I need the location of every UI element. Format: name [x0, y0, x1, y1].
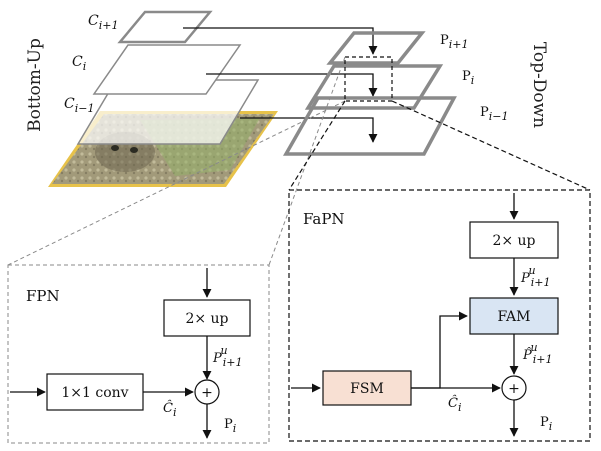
zoom-region-box	[344, 56, 393, 102]
fam-output-label: P̂i+1u	[522, 341, 552, 366]
fapn-panel	[288, 189, 591, 442]
fpn-upsample-box	[163, 299, 251, 337]
fsm-box	[322, 370, 412, 406]
fapn-output-label: Pi	[540, 415, 552, 433]
top-down-label: Top-Down	[529, 42, 549, 128]
fam-box	[469, 297, 559, 335]
fpn-lateral-output-label: Ĉi	[163, 399, 176, 419]
bottom-up-label: Bottom-Up	[25, 38, 45, 132]
fpn-output-label: Pi	[224, 417, 236, 435]
fpn-conv-label: 1×1 conv	[61, 385, 128, 401]
lateral-connector-i-minus-1	[240, 117, 378, 143]
fpn-upsample-label: 2× up	[185, 311, 228, 327]
fapn-sum-symbol: +	[508, 381, 520, 397]
fpn-title: FPN	[26, 287, 60, 305]
p-i-plus-1-label: Pi+1	[440, 33, 468, 51]
fapn-title: FaPN	[303, 210, 345, 228]
fsm-to-fam-arrow	[411, 311, 468, 389]
c-i-plus-1-layer	[117, 10, 213, 44]
zoom-guide-fpn-top-right	[268, 56, 346, 266]
p-i-plus-1-layer	[326, 31, 426, 65]
p-i-label: Pi	[462, 69, 474, 87]
zoom-guide-fapn-top-right	[391, 100, 591, 191]
fapn-upsample-label: 2× up	[492, 233, 535, 249]
lateral-connector-i-plus-1	[183, 27, 378, 55]
p-i-layer	[304, 64, 444, 110]
p-i-minus-1-layer	[282, 96, 457, 156]
fpn-up-output-label: Pi+1u	[212, 344, 242, 369]
c-i-label: Ci	[72, 54, 86, 73]
fpn-panel	[7, 264, 270, 444]
fam-label: FAM	[498, 309, 531, 325]
fapn-up-output-label: Pi+1u	[520, 264, 550, 289]
fpn-conv-box	[46, 373, 144, 411]
zoom-guide-fapn-top-left	[288, 100, 346, 191]
p-i-minus-1-label: Pi−1	[480, 105, 508, 123]
c-i-plus-1-label: Ci+1	[88, 13, 118, 32]
c-i-layer	[92, 44, 242, 95]
fsm-output-label: Ĉi	[448, 394, 461, 414]
fpn-sum-symbol: +	[201, 385, 213, 401]
c-i-minus-1-label: Ci−1	[64, 96, 94, 115]
lateral-connector-i	[206, 73, 378, 97]
fsm-label: FSM	[350, 381, 384, 397]
